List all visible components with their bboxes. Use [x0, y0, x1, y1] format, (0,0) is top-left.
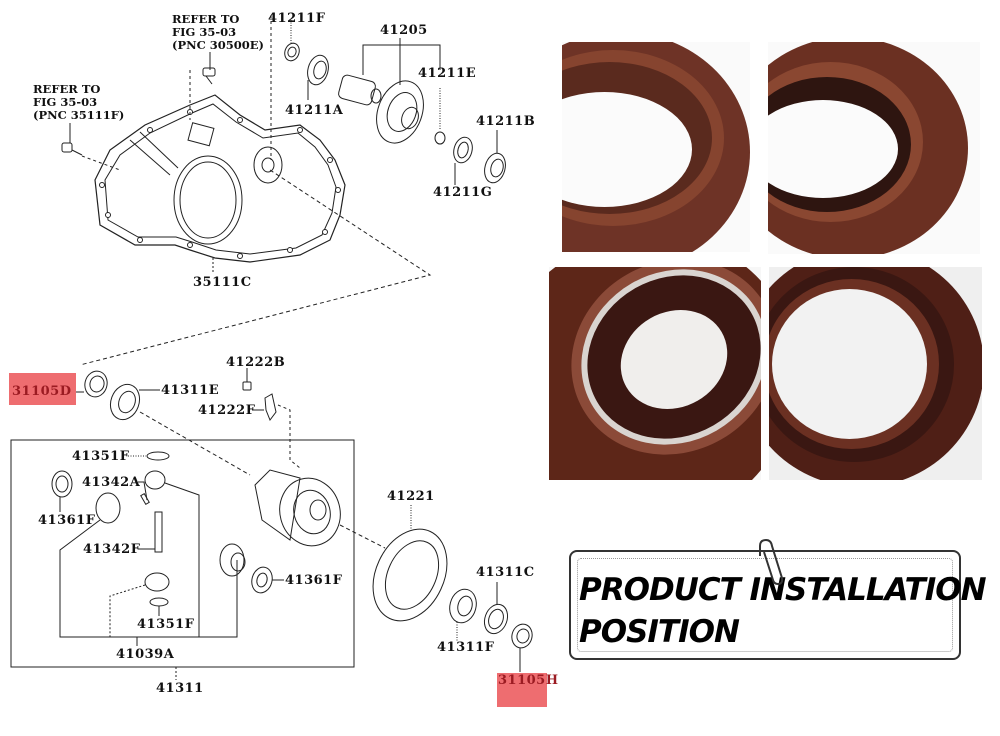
part-label-35111C: 35111C — [193, 275, 252, 290]
part-label-41311C: 41311C — [476, 565, 535, 580]
part-label-41342A: 41342A — [82, 475, 141, 490]
banner-dotted-border — [577, 558, 953, 652]
part-label-41211G: 41211G — [433, 185, 493, 200]
product-photo-3 — [549, 267, 761, 480]
bolt-icon — [202, 67, 216, 85]
part-label-41211B: 41211B — [476, 114, 536, 129]
diagram-linework — [10, 15, 533, 680]
part-label-31105H: 31105H — [498, 673, 559, 688]
part-label-41351F-top: 41351F — [72, 449, 130, 464]
part-label-41311E: 41311E — [161, 383, 220, 398]
product-photo-4 — [769, 267, 982, 480]
product-photo-1 — [562, 42, 750, 252]
part-label-41361F-right: 41361F — [285, 573, 343, 588]
part-label-41222B: 41222B — [226, 355, 286, 370]
part-label-41311: 41311 — [156, 681, 204, 696]
reference-note-30500E: REFER TO FIG 35-03 (PNC 30500E) — [172, 12, 264, 52]
installation-banner: PRODUCT INSTALLATION POSITION — [569, 550, 987, 660]
product-photo-2 — [768, 42, 980, 254]
part-label-41039A: 41039A — [116, 647, 175, 662]
part-label-41351F-bottom: 41351F — [137, 617, 195, 632]
part-label-41211F: 41211F — [268, 11, 326, 26]
parts-diagram: REFER TO FIG 35-03 (PNC 30500E) REFER TO… — [9, 11, 559, 707]
highlight-31105H — [497, 673, 547, 707]
highlight-31105D — [9, 373, 76, 405]
part-label-41221: 41221 — [387, 489, 435, 504]
reference-note-35111F: REFER TO FIG 35-03 (PNC 35111F) — [33, 82, 125, 122]
part-label-41311F: 41311F — [437, 640, 495, 655]
part-label-31105D: 31105D — [12, 384, 72, 399]
part-label-41342F: 41342F — [83, 542, 141, 557]
part-label-41205: 41205 — [380, 23, 428, 38]
paperclip-icon — [759, 538, 784, 586]
part-label-41222F: 41222F — [198, 403, 256, 418]
banner-title-line-2: POSITION — [579, 614, 740, 650]
part-label-41361F-left: 41361F — [38, 513, 96, 528]
part-label-41211A: 41211A — [285, 103, 344, 118]
part-label-41211E: 41211E — [418, 66, 477, 81]
